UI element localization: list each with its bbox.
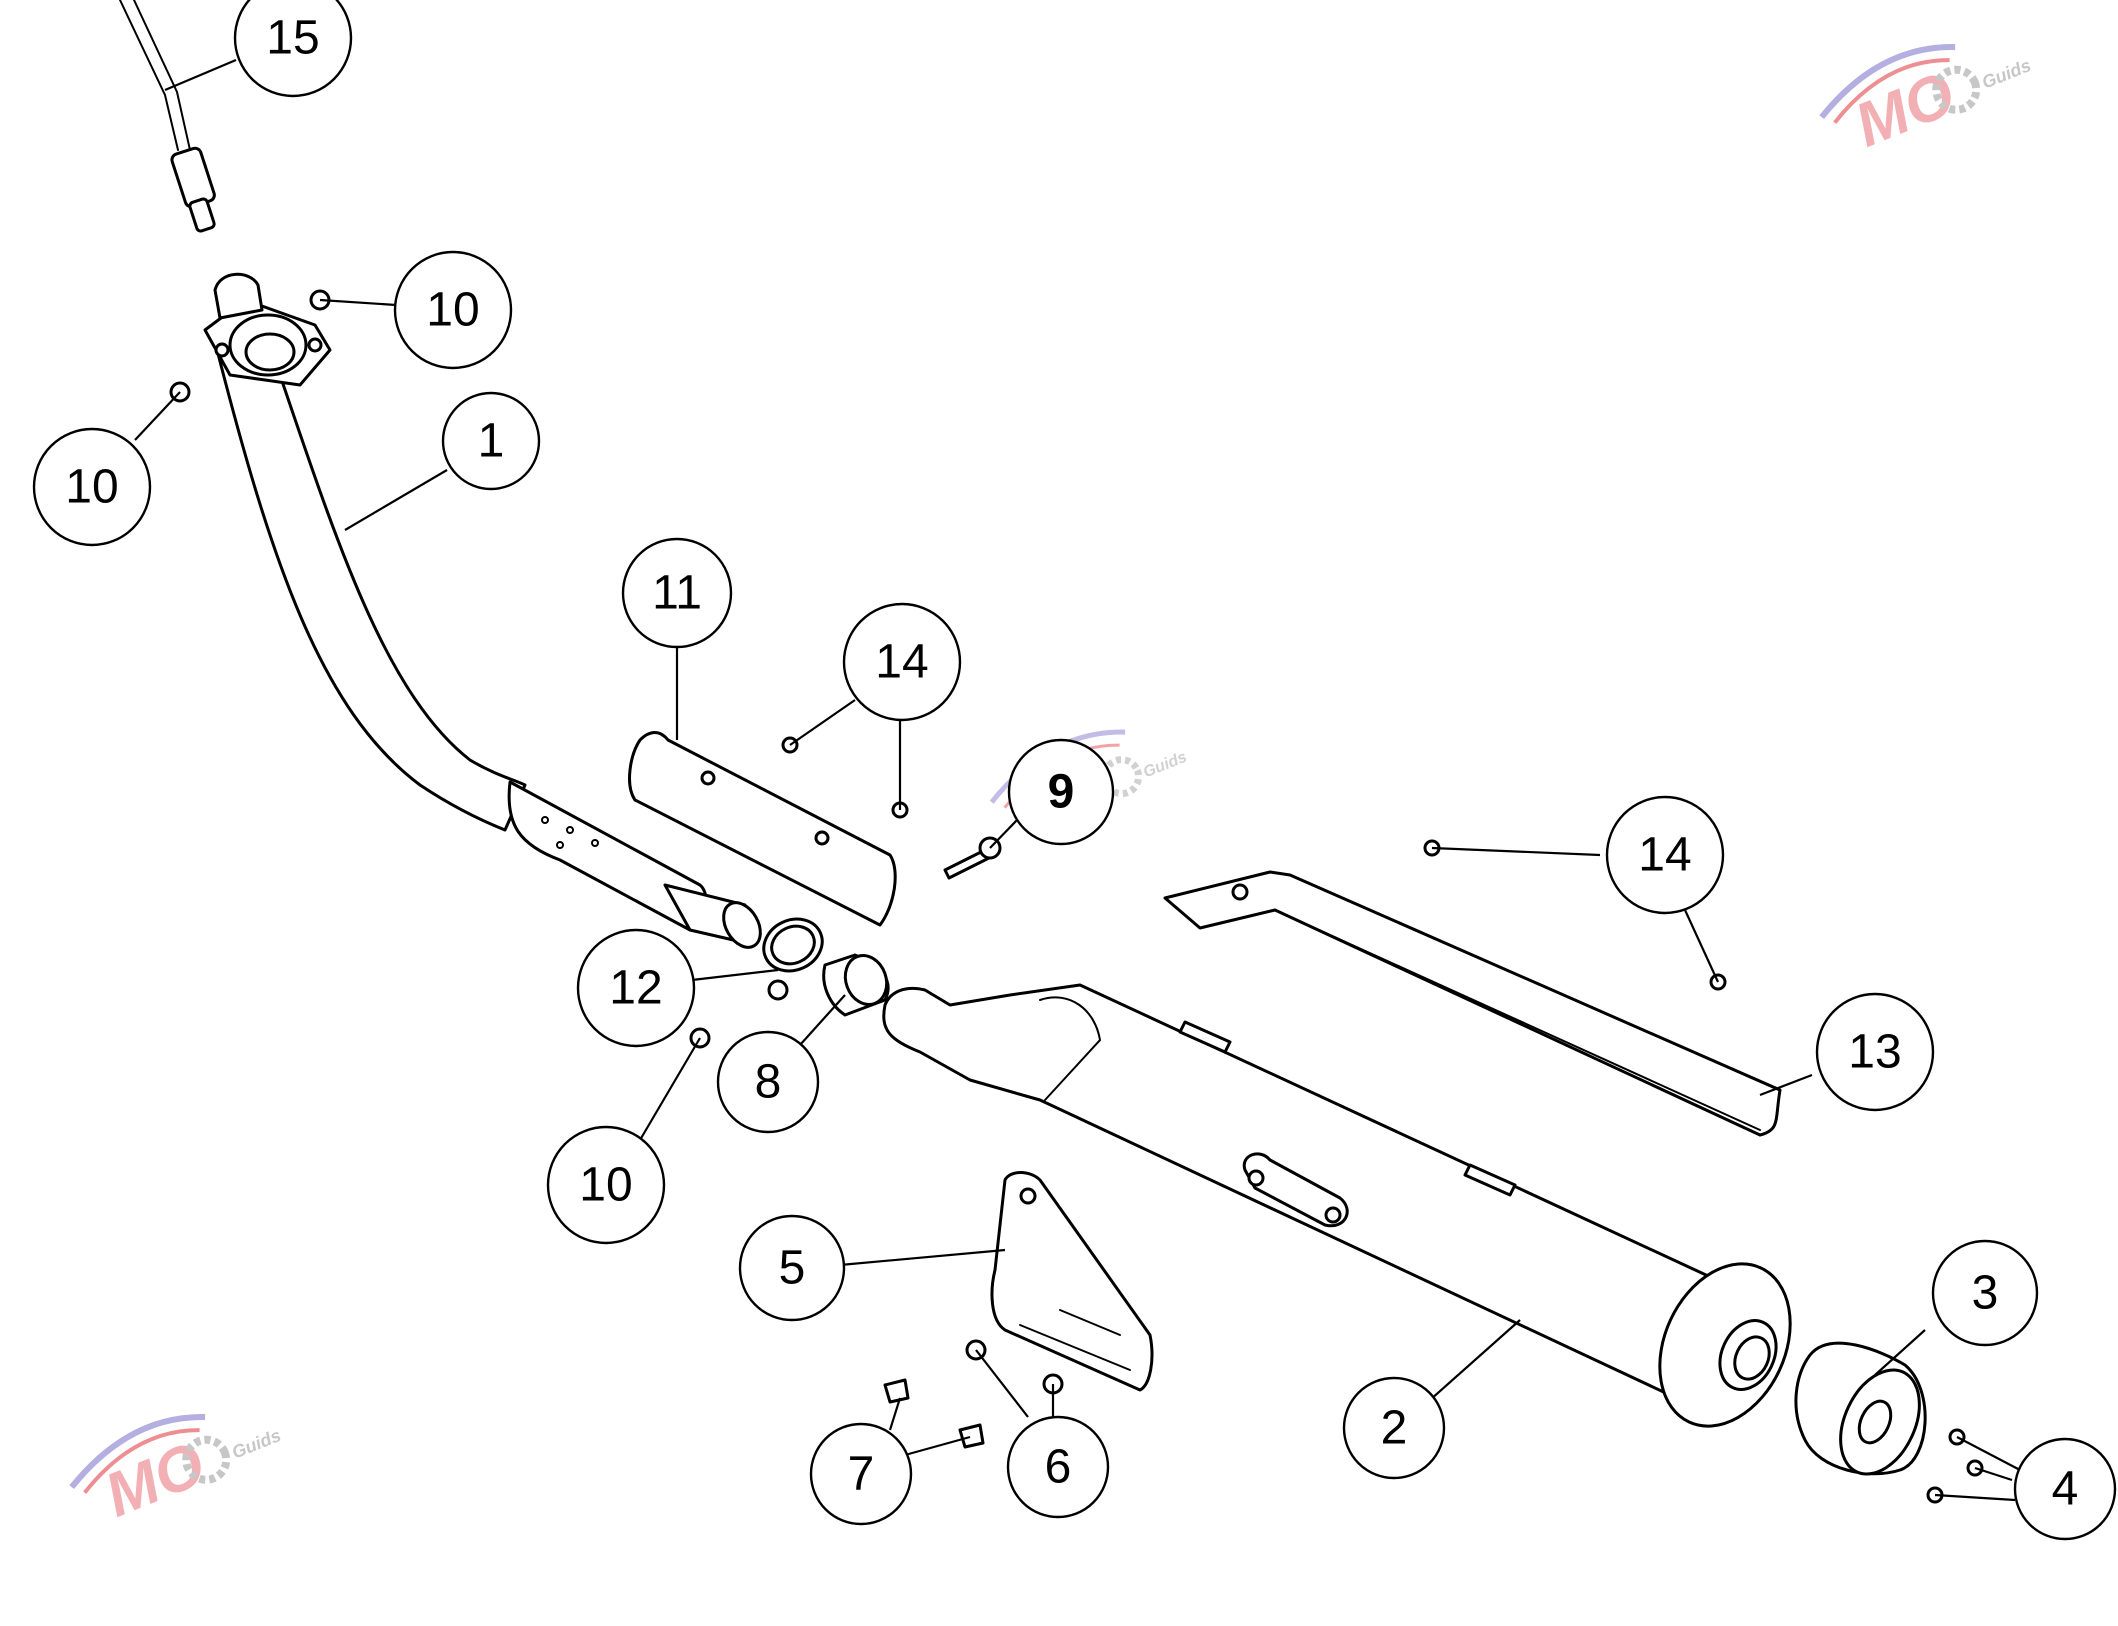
callout-2: 2 [1342,1376,1446,1480]
callout-12-label: 12 [609,962,662,1015]
callout-11-label: 11 [652,567,702,620]
part-8-sleeve [822,953,890,1017]
svg-text:Guids: Guids [1141,749,1189,782]
part-3-end-cap [1794,1341,1927,1476]
callout-8-label: 8 [755,1056,782,1109]
watermark-logo-bottom-left: MO Guids [69,1414,284,1531]
callout-9-label: 9 [1048,766,1075,819]
callout-6-label: 6 [1045,1441,1072,1494]
callout-10-top-label: 10 [426,284,479,337]
callout-1: 1 [441,391,541,491]
callout-15-label: 15 [266,12,319,65]
callout-10-bottom: 10 [546,1125,666,1245]
callout-15: 15 [233,0,353,98]
part-1-header-pipe [203,272,762,949]
callout-4-label: 4 [2052,1463,2079,1516]
callout-14-upper-left-label: 14 [875,636,928,689]
callout-14-right-label: 14 [1638,829,1691,882]
callout-9: 9 [1007,738,1115,846]
callout-11: 11 [621,537,733,649]
callout-2-label: 2 [1381,1402,1408,1455]
part-13-heat-shield [1163,870,1782,1137]
part-11-heat-shield [628,731,897,927]
callout-10-bottom-label: 10 [579,1159,632,1212]
callout-8: 8 [716,1030,820,1134]
callout-4: 4 [2013,1437,2117,1541]
svg-text:Guids: Guids [1979,55,2034,93]
part-14-clips [781,736,1727,991]
callout-10-left-label: 10 [65,461,118,514]
callout-1-label: 1 [478,415,505,468]
callout-12: 12 [576,928,696,1048]
callout-7-label: 7 [848,1448,875,1501]
watermark-logo-top-right: MO Guids [1819,44,2034,161]
part-12-clamp [762,917,824,1001]
callout-13: 13 [1815,992,1935,1112]
callout-14-right: 14 [1605,795,1725,915]
leader-lines [134,58,2021,1502]
part-5-bracket [990,1171,1154,1392]
callout-13-label: 13 [1848,1026,1901,1079]
callout-3-label: 3 [1972,1267,1999,1320]
part-15-oxygen-sensor [119,0,216,233]
part-4-screws [1926,1428,1984,1504]
callout-7: 7 [809,1422,913,1526]
part-9-bolt [943,836,1002,880]
callout-3: 3 [1931,1239,2039,1347]
callout-10-top: 10 [393,250,513,370]
svg-text:Guids: Guids [229,1425,284,1463]
callout-10-left: 10 [32,427,152,547]
callout-14-upper-left: 14 [842,602,962,722]
part-7-bolts [883,1378,985,1449]
callout-5: 5 [738,1214,846,1322]
part-2-muffler [882,983,1792,1428]
callout-6: 6 [1006,1415,1110,1519]
callout-5-label: 5 [779,1242,806,1295]
